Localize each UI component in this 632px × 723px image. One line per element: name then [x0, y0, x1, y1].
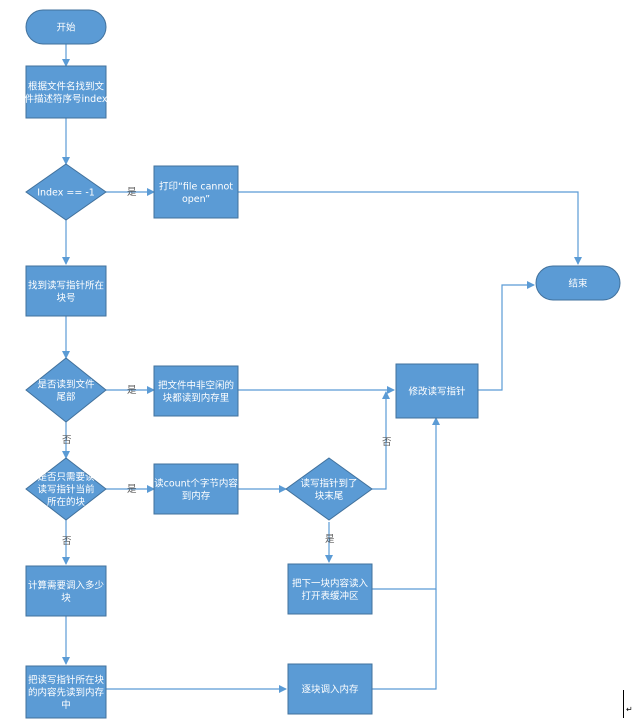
- return-icon: ↵: [626, 705, 632, 714]
- node-text-line: 把文件中非空闲的: [158, 379, 234, 391]
- node-text-line: 的内容先读到内存: [28, 687, 105, 699]
- svg-text:读写指针到了块末尾: 读写指针到了块末尾: [300, 477, 357, 502]
- node-next-block: 把下一块内容读入打开表缓冲区: [287, 563, 373, 615]
- node-text-line: 找到读写指针所在: [28, 279, 104, 291]
- svg-text:修改读写指针: 修改读写指针: [408, 386, 466, 398]
- label-yes-block-end: 是: [325, 534, 335, 545]
- node-check-current-block: 是否只需要读读写指针当前所在的块: [25, 457, 107, 521]
- svg-text:把文件中非空闲的块都读到内存里: 把文件中非空闲的块都读到内存里: [158, 379, 234, 404]
- svg-text:逐块调入内存: 逐块调入内存: [301, 684, 359, 696]
- node-text-line: 打印“file cannot: [159, 180, 233, 192]
- node-text-line: 是否读到文件: [37, 378, 95, 390]
- node-read-nonfree: 把文件中非空闲的块都读到内存里: [153, 365, 239, 417]
- label-no-eof: 否: [62, 435, 72, 446]
- node-end: 结束: [535, 265, 621, 301]
- svg-text:是否只需要读读写指针当前所在的块: 是否只需要读读写指针当前所在的块: [37, 471, 95, 508]
- label-yes-index: 是: [127, 187, 137, 198]
- svg-text:把读写指针所在块的内容先读到内存中: 把读写指针所在块的内容先读到内存中: [28, 674, 105, 711]
- node-text-line: 中: [61, 699, 71, 711]
- edges: [62, 44, 582, 693]
- node-read-count: 读count个字节内容到内存: [153, 463, 239, 515]
- node-text-line: Index == -1: [37, 188, 95, 199]
- label-yes-eof: 是: [127, 385, 137, 396]
- edge-modify-to-end: [478, 281, 535, 391]
- label-no-block-end: 否: [382, 437, 392, 448]
- node-text-line: 读count个字节内容: [154, 477, 238, 489]
- node-text-line: 修改读写指针: [408, 386, 466, 398]
- svg-text:是否读到文件尾部: 是否读到文件尾部: [37, 378, 95, 403]
- node-text-line: 所在的块: [47, 496, 86, 508]
- node-text-line: 到内存: [182, 490, 211, 502]
- svg-text:结束: 结束: [568, 278, 588, 290]
- node-text-line: 读写指针当前: [37, 484, 94, 496]
- node-check-eof: 是否读到文件尾部: [25, 357, 107, 423]
- node-text-line: 把读写指针所在块: [28, 674, 105, 686]
- node-text-line: 开始: [56, 22, 76, 34]
- svg-text:把下一块内容读入打开表缓冲区: 把下一块内容读入打开表缓冲区: [292, 577, 369, 602]
- node-read-current-first: 把读写指针所在块的内容先读到内存中: [25, 665, 107, 719]
- node-find-block: 找到读写指针所在块号: [25, 265, 107, 317]
- node-check-index: Index == -1: [25, 163, 107, 221]
- node-text-line: 打开表缓冲区: [301, 590, 359, 602]
- node-print-error: 打印“file cannot open”: [153, 165, 239, 219]
- node-text-line: 块: [61, 592, 71, 604]
- node-read-one-by-one: 逐块调入内存: [287, 663, 373, 715]
- node-calc-blocks: 计算需要调入多少块: [25, 565, 107, 617]
- node-text-line: 计算需要调入多少: [28, 579, 105, 591]
- node-check-block-end: 读写指针到了块末尾: [285, 457, 373, 521]
- node-text-line: 块号: [56, 292, 75, 304]
- label-no-current: 否: [62, 536, 72, 547]
- node-text-line: 把下一块内容读入: [292, 577, 369, 589]
- node-text-line: 块都读到内存里: [163, 392, 230, 404]
- node-modify-pointer: 修改读写指针: [395, 363, 479, 419]
- node-text-line: 块末尾: [315, 490, 344, 502]
- node-text-line: 逐块调入内存: [301, 684, 359, 696]
- cursor-line: [623, 690, 624, 718]
- svg-text:找到读写指针所在块号: 找到读写指针所在块号: [28, 279, 104, 304]
- node-text-line: 尾部: [56, 391, 75, 403]
- node-text-line: 件描述符序号index: [25, 93, 108, 105]
- svg-text:计算需要调入多少块: 计算需要调入多少块: [28, 579, 105, 604]
- edge-print-to-end: [238, 191, 582, 265]
- node-get-index: 根据文件名找到文件描述符序号index: [25, 65, 108, 119]
- edge-loop-to-modify: [372, 589, 437, 690]
- svg-text:根据文件名找到文件描述符序号index: 根据文件名找到文件描述符序号index: [25, 80, 108, 105]
- edge-labels: 是 是 否 是 否 是 否: [62, 187, 392, 547]
- label-yes-current: 是: [127, 484, 137, 495]
- edge-block-end-no: [372, 391, 390, 490]
- node-text-line: 是否只需要读: [37, 471, 95, 483]
- svg-text:读count个字节内容到内存: 读count个字节内容到内存: [154, 477, 238, 502]
- node-text-line: 读写指针到了: [300, 477, 357, 489]
- node-start: 开始: [25, 9, 107, 45]
- node-text-line: 结束: [568, 278, 588, 290]
- node-text-line: 根据文件名找到文: [28, 80, 105, 92]
- svg-text:开始: 开始: [56, 22, 76, 34]
- node-text-line: open”: [182, 194, 210, 205]
- svg-text:Index == -1: Index == -1: [37, 188, 95, 199]
